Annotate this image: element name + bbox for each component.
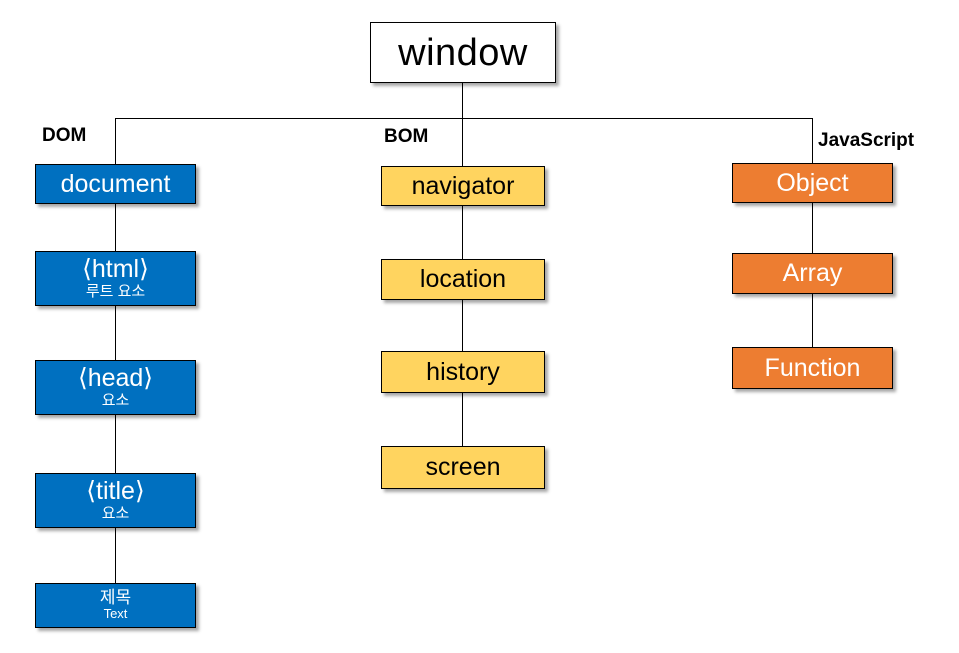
node-screen[interactable]: screen bbox=[381, 446, 545, 489]
connector-window-stem bbox=[462, 83, 463, 118]
node-array[interactable]: Array bbox=[732, 253, 893, 294]
node-navigator-label: navigator bbox=[411, 171, 515, 200]
connector-bus bbox=[115, 118, 813, 119]
node-html-sublabel: 루트 요소 bbox=[85, 283, 146, 301]
node-title[interactable]: ⟨title⟩ 요소 bbox=[35, 473, 196, 528]
node-location[interactable]: location bbox=[381, 259, 545, 300]
node-history-label: history bbox=[426, 357, 500, 386]
connector-drop-bom bbox=[462, 118, 463, 166]
node-history[interactable]: history bbox=[381, 351, 545, 393]
node-html[interactable]: ⟨html⟩ 루트 요소 bbox=[35, 251, 196, 306]
node-window-label: window bbox=[398, 31, 528, 74]
node-function-label: Function bbox=[764, 353, 861, 382]
node-object-label: Object bbox=[776, 168, 849, 197]
node-html-label: ⟨html⟩ bbox=[82, 255, 149, 284]
node-function[interactable]: Function bbox=[732, 347, 893, 389]
connector-drop-javascript bbox=[812, 118, 813, 163]
node-title-label: ⟨title⟩ bbox=[86, 477, 145, 506]
node-head-sublabel: 요소 bbox=[101, 392, 130, 410]
group-title-dom: DOM bbox=[42, 125, 87, 146]
connector-html-head bbox=[115, 306, 116, 360]
connector-history-screen bbox=[462, 393, 463, 446]
connector-object-array bbox=[812, 203, 813, 253]
node-location-label: location bbox=[419, 265, 507, 293]
node-document[interactable]: document bbox=[35, 164, 196, 204]
node-title-text-sublabel: Text bbox=[103, 606, 128, 622]
node-array-label: Array bbox=[782, 259, 843, 287]
node-head-label: ⟨head⟩ bbox=[77, 364, 154, 393]
connector-document-html bbox=[115, 204, 116, 251]
node-document-label: document bbox=[60, 169, 171, 198]
node-title-text-label: 제목 bbox=[99, 587, 132, 607]
connector-array-function bbox=[812, 294, 813, 347]
group-title-bom: BOM bbox=[384, 126, 429, 147]
connector-head-title bbox=[115, 415, 116, 473]
connector-drop-dom bbox=[115, 118, 116, 164]
node-window[interactable]: window bbox=[370, 22, 556, 83]
connector-location-history bbox=[462, 300, 463, 351]
node-object[interactable]: Object bbox=[732, 163, 893, 203]
group-title-javascript: JavaScript bbox=[818, 130, 915, 151]
connector-title-text bbox=[115, 528, 116, 583]
connector-navigator-location bbox=[462, 206, 463, 259]
node-title-sublabel: 요소 bbox=[101, 505, 130, 523]
node-head[interactable]: ⟨head⟩ 요소 bbox=[35, 360, 196, 415]
node-navigator[interactable]: navigator bbox=[381, 166, 545, 206]
node-screen-label: screen bbox=[425, 453, 501, 481]
node-title-text[interactable]: 제목 Text bbox=[35, 583, 196, 628]
